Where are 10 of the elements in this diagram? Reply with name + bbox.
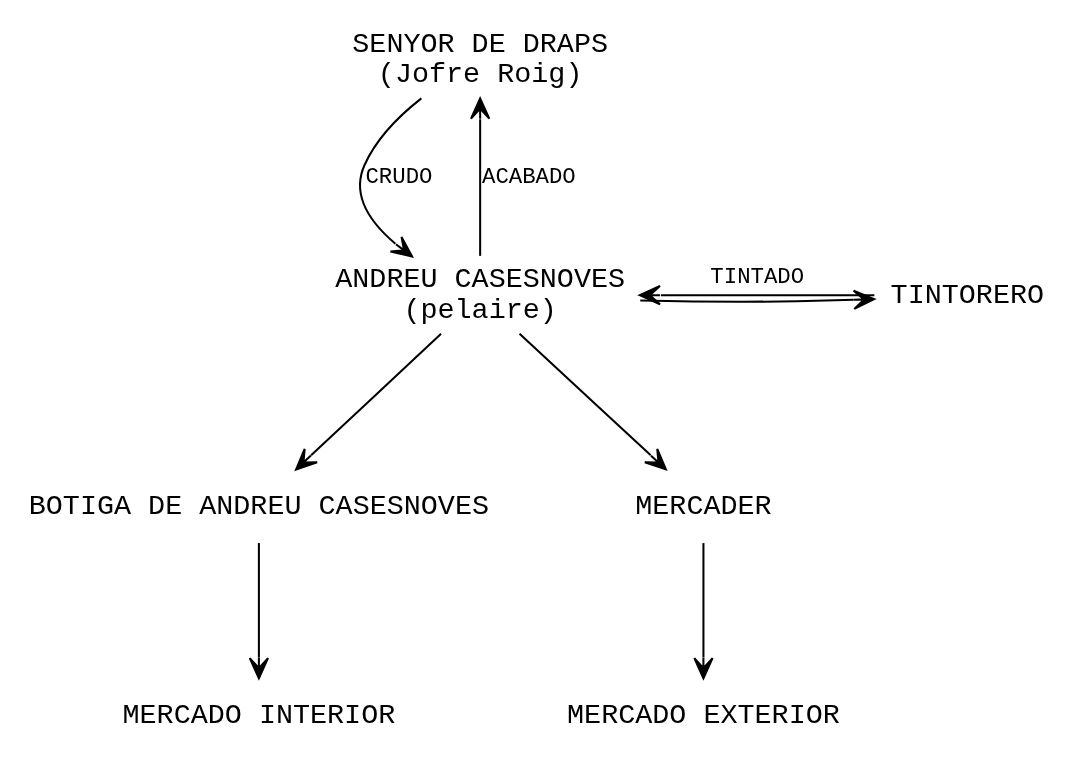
edge-label: ACABADO bbox=[482, 163, 576, 190]
edge-label: CRUDO bbox=[365, 163, 433, 190]
node-text: MERCADER bbox=[635, 489, 772, 523]
node-text: BOTIGA DE ANDREU CASESNOVES bbox=[28, 489, 490, 523]
node-text: MERCADO EXTERIOR bbox=[567, 698, 840, 732]
node-text: ANDREU CASESNOVES (pelaire) bbox=[335, 262, 626, 327]
node-text: MERCADO INTERIOR bbox=[122, 698, 396, 732]
node-text: TINTORERO bbox=[890, 278, 1045, 312]
node-text: SENYOR DE DRAPS (Jofre Roig) bbox=[352, 27, 608, 91]
edge-label: TINTADO bbox=[710, 263, 805, 290]
